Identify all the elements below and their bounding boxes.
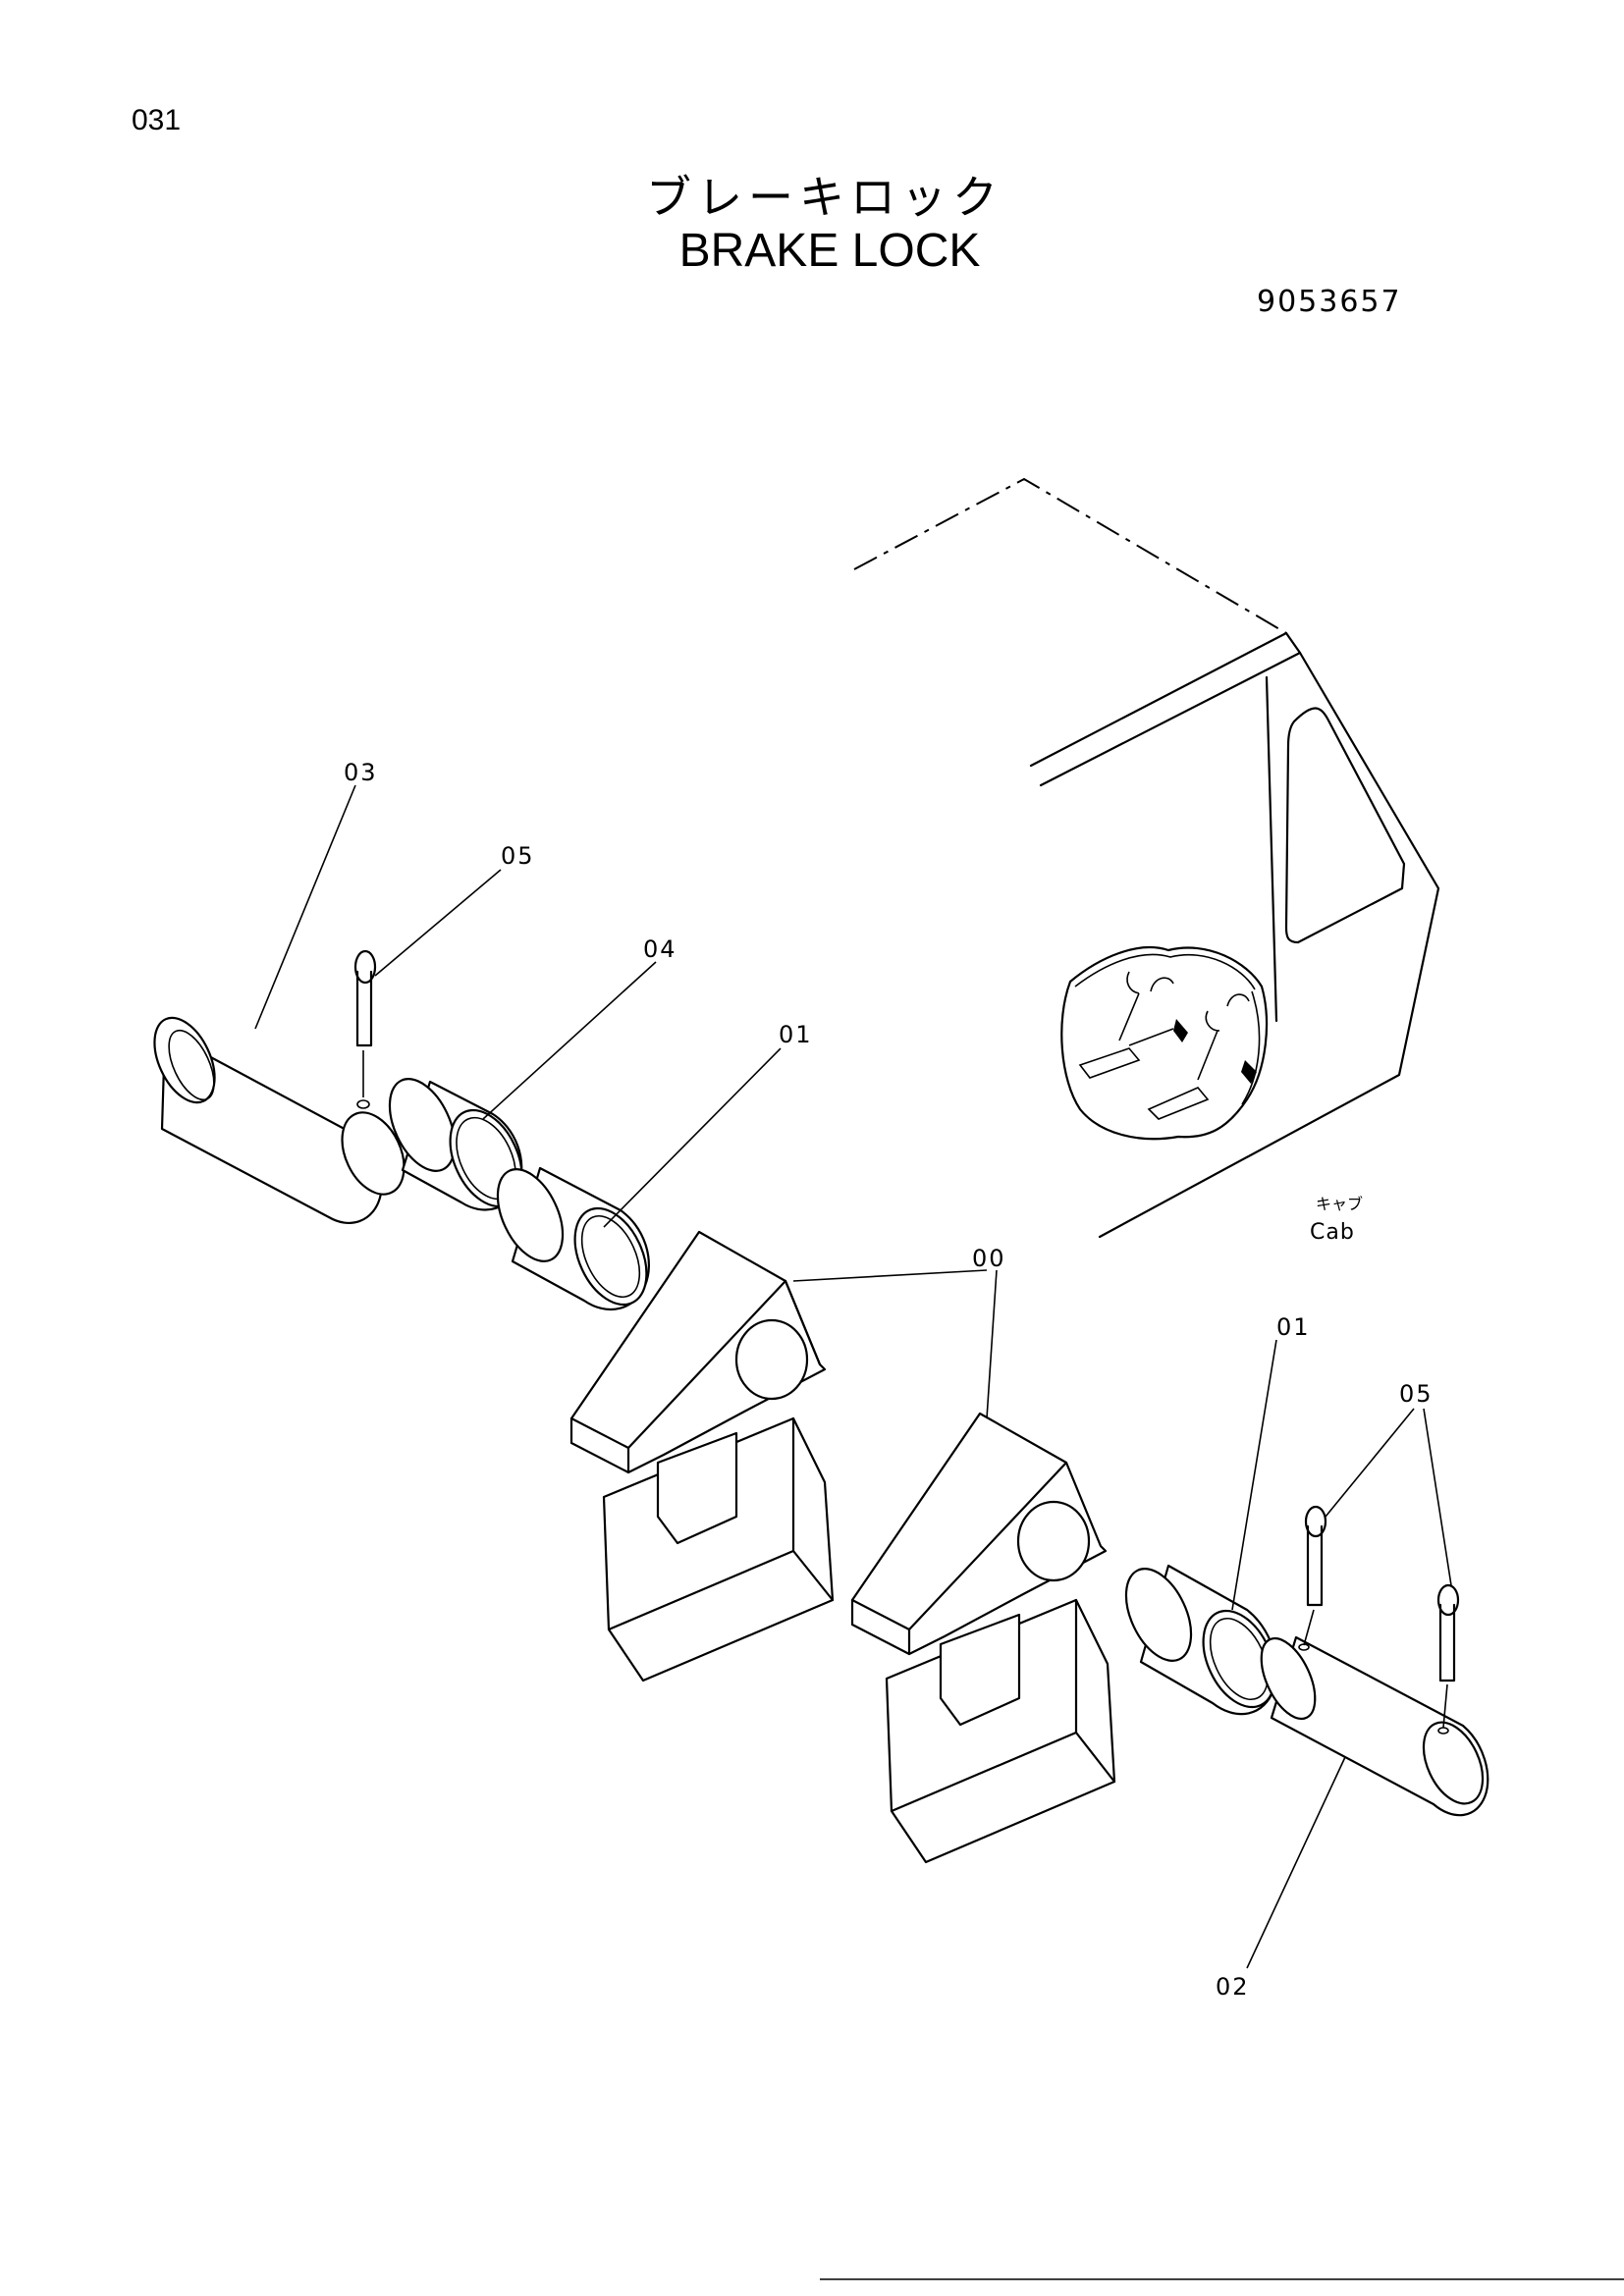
callout-collar-bottom: 01 — [1276, 1313, 1311, 1341]
drawing-number: 9053657 — [1257, 285, 1402, 319]
collar-top-part — [496, 1166, 650, 1311]
cotter-pin-top-part — [353, 949, 377, 1097]
callout-pin-bottom: 02 — [1216, 1973, 1250, 2001]
brake-lock-block-right — [850, 1412, 1116, 1864]
cab-outline — [853, 477, 1440, 1239]
callout-pin-top: 03 — [344, 759, 378, 786]
title-english: BRAKE LOCK — [678, 225, 981, 277]
pin-bottom-part — [1260, 1635, 1489, 1817]
collar-bottom-part — [1124, 1564, 1278, 1716]
leader-lines — [254, 784, 1452, 1969]
cab-label-english: Cab — [1310, 1220, 1355, 1245]
callout-bushing-top: 04 — [643, 935, 677, 963]
callout-cotter-pin-top: 05 — [501, 842, 535, 870]
brake-lock-block-left — [569, 1230, 835, 1682]
pin-top-part — [153, 1016, 406, 1224]
page-number: 031 — [132, 104, 182, 136]
callout-cotter-pins-bottom: 05 — [1399, 1380, 1434, 1408]
cab-label-japanese: キャブ — [1316, 1195, 1363, 1213]
callout-brake-lock-assembly: 00 — [972, 1245, 1006, 1272]
title-japanese: ブレーキロック — [646, 171, 1003, 224]
cotter-pins-bottom-part — [1303, 1505, 1460, 1729]
callout-collar-top: 01 — [779, 1021, 813, 1048]
